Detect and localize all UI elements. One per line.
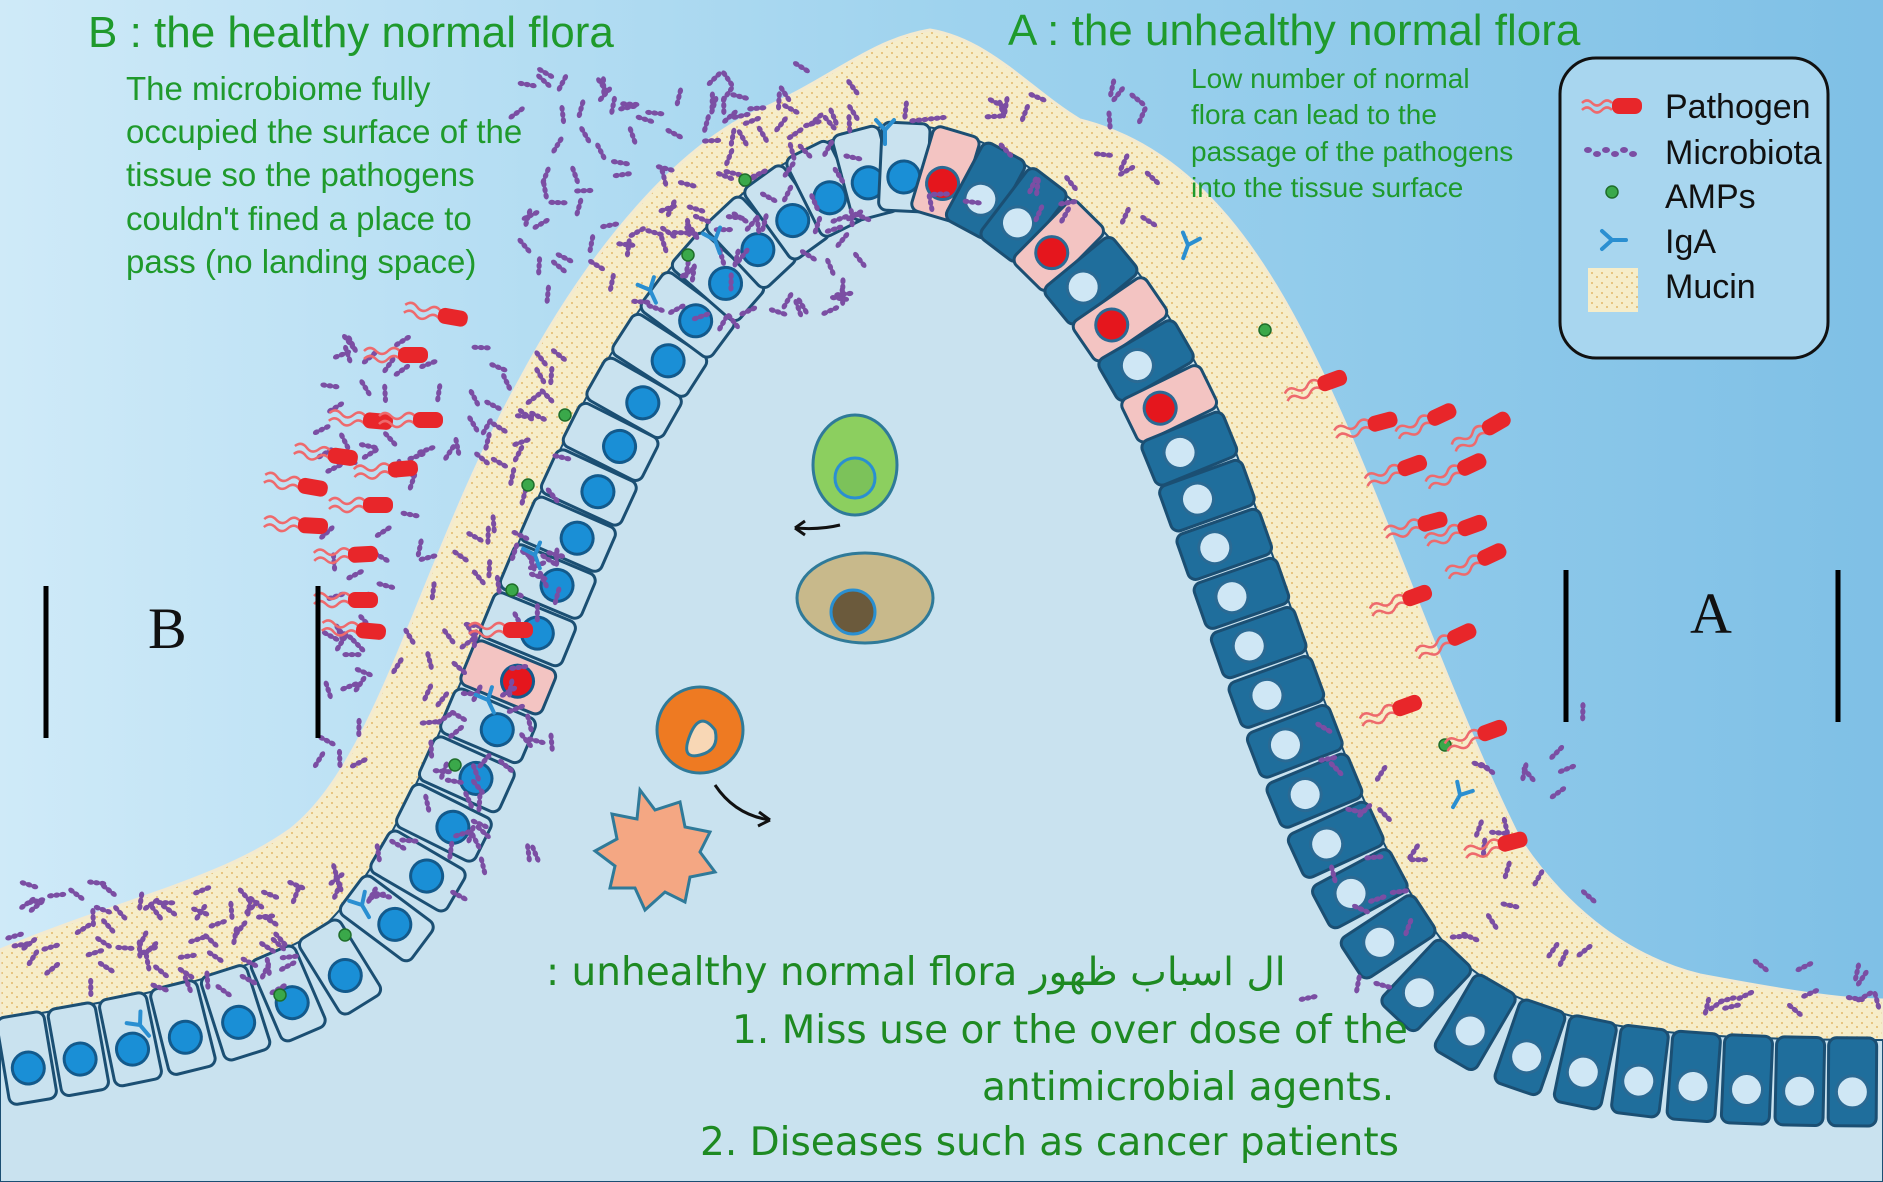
amp-dot (274, 989, 286, 1001)
pathogen-body (413, 412, 443, 428)
healthy-note-line: The microbiome fully (126, 70, 430, 108)
microbiota-cell (1409, 857, 1428, 862)
microbiota-cell (485, 526, 491, 545)
side-label-b: B (148, 595, 187, 662)
microbiota-cell (356, 718, 362, 737)
legend-label-microbiota: Microbiota (1665, 134, 1822, 173)
unhealthy-note-line: Low number of normal (1191, 63, 1470, 95)
microbiota-cell (471, 345, 490, 351)
epithelial-cell (1667, 1031, 1721, 1122)
pathogen-body (348, 592, 378, 608)
microbiota-cell (984, 113, 1003, 119)
pathogen-body (503, 622, 533, 638)
microbiota-cell (931, 191, 950, 197)
microbiota-icon-segment (1584, 147, 1592, 153)
microbiota-cell (88, 978, 93, 997)
pathogen-body (298, 517, 329, 535)
unhealthy-note-line: passage of the pathogens (1191, 136, 1513, 168)
goblet-nucleus (835, 458, 875, 498)
legend-label-pathogen: Pathogen (1665, 88, 1811, 127)
pathogen-body (387, 460, 418, 479)
healthy-note-line: occupied the surface of the (126, 113, 522, 151)
epithelial-cell (1775, 1037, 1825, 1126)
pathogen-body (348, 546, 379, 564)
healthy-note-line: pass (no landing space) (126, 243, 476, 281)
microbiota-cell (702, 138, 721, 144)
amp-dot (449, 759, 461, 771)
cell-nucleus (1676, 1069, 1710, 1103)
amp-dot (682, 249, 694, 261)
cause-item: antimicrobial agents. (982, 1065, 1394, 1110)
pathogen-body (355, 622, 386, 641)
microbiota-cell (728, 272, 733, 291)
pathogen-body (398, 347, 428, 363)
microbiota-icon-segment (1620, 147, 1628, 153)
microbiota-segment (354, 652, 361, 657)
unhealthy-note-line: flora can lead to the (1191, 99, 1437, 131)
amp-dot (739, 174, 751, 186)
legend-label-mucin: Mucin (1665, 268, 1756, 307)
cell-nucleus (1836, 1076, 1868, 1108)
microbiota-icon-segment (1611, 151, 1619, 157)
amp-dot (506, 584, 518, 596)
microbiota-cell (574, 188, 593, 194)
healthy-note-line: tissue so the pathogens (126, 156, 475, 194)
side-label-a: A (1690, 580, 1732, 647)
microbiota-cell (486, 559, 492, 578)
microbiota-cell (548, 200, 567, 206)
pathogen-icon-body (1612, 98, 1642, 114)
cell-nucleus (1730, 1073, 1763, 1106)
microbiota-cell (137, 939, 143, 958)
microbiota-icon-segment (1629, 151, 1637, 157)
amp-dot (522, 479, 534, 491)
microbiota-segment (1409, 857, 1416, 862)
cell-nucleus (1783, 1075, 1816, 1108)
microbiota-cell (1580, 702, 1586, 721)
microbiota-icon-segment (1602, 147, 1610, 153)
microbiota-cell (535, 603, 540, 622)
heading-unhealthy: A : the unhealthy normal flora (1008, 6, 1580, 56)
microbiota-cell (846, 114, 852, 133)
microbiota-cell (337, 749, 343, 768)
microbiota-cell (342, 652, 361, 657)
healthy-note-line: couldn't fined a place to (126, 200, 472, 238)
epithelial-cell (1721, 1035, 1773, 1125)
legend-label-iga: IgA (1665, 223, 1716, 262)
microbiota-icon-segment (1593, 151, 1601, 157)
legend-label-amps: AMPs (1665, 178, 1756, 217)
microbiota-cell (601, 76, 607, 95)
cause-item: 1. Miss use or the over dose of the (732, 1008, 1408, 1053)
microbiota-cell (428, 739, 434, 758)
cause-item: 2. Diseases such as cancer patients (700, 1120, 1399, 1165)
epithelial-cell (1828, 1038, 1877, 1126)
heading-healthy: B : the healthy normal flora (88, 8, 614, 58)
amps-icon (1606, 186, 1618, 198)
amp-dot (559, 409, 571, 421)
unhealthy-note-line: into the tissue surface (1191, 172, 1463, 204)
pathogen-body (363, 497, 393, 513)
amp-dot (1259, 324, 1271, 336)
mucin-icon (1588, 268, 1638, 312)
plasma-nucleus (831, 590, 875, 634)
amp-dot (339, 929, 351, 941)
causes-title: : unhealthy normal flora ال اسباب ظهور (546, 950, 1286, 995)
epithelial-cell (1611, 1025, 1669, 1118)
